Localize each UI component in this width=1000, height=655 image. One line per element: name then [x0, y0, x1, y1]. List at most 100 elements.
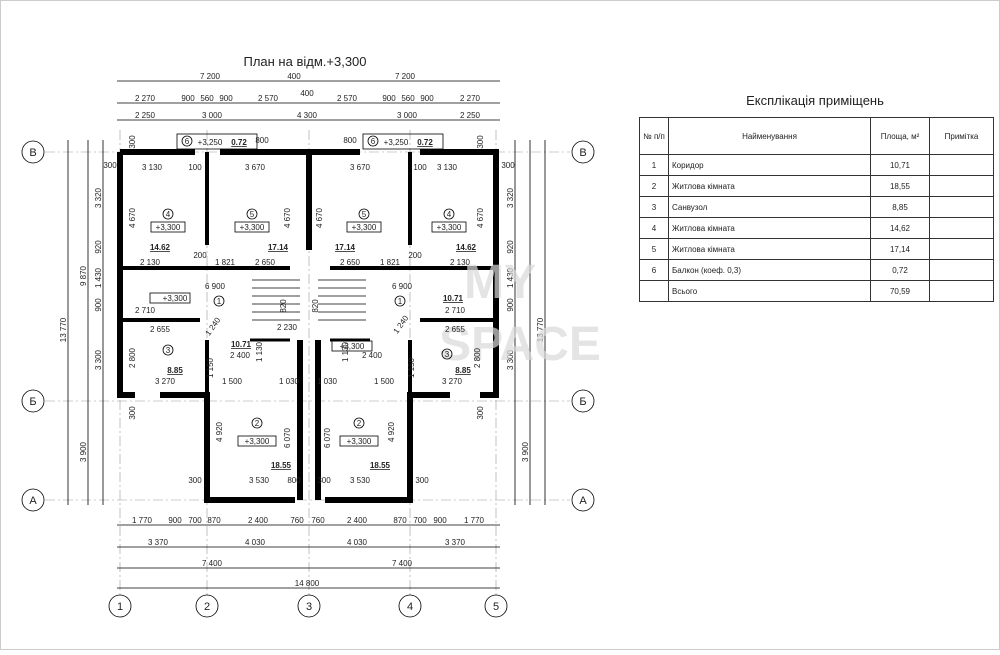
table-row: 3 Санвузол 8,85 [639, 196, 994, 218]
room-2-left: 2 +3,300 18.55 3 530 4 920 6 070 [215, 417, 292, 485]
svg-text:1 150: 1 150 [206, 357, 215, 378]
explication-table: № п/п Найменування Площа, м² Примітка 1 … [639, 117, 994, 302]
svg-text:В: В [579, 147, 586, 159]
svg-text:5: 5 [493, 601, 499, 613]
table-row: 4 Житлова кімната 14,62 [639, 217, 994, 239]
svg-text:+3,250: +3,250 [384, 138, 409, 147]
svg-text:7 400: 7 400 [392, 559, 413, 568]
svg-text:800: 800 [287, 476, 301, 485]
svg-text:2 570: 2 570 [258, 94, 279, 103]
axis-bubble-v-left: В [21, 140, 45, 164]
svg-text:2: 2 [357, 419, 362, 428]
plan-title: План на відм.+3,300 [243, 54, 366, 69]
svg-text:8.85: 8.85 [455, 366, 471, 375]
svg-text:17.14: 17.14 [268, 243, 289, 252]
svg-text:870: 870 [207, 516, 221, 525]
svg-text:400: 400 [300, 89, 314, 98]
axis-bubble-2: 2 [195, 594, 219, 618]
svg-text:13 770: 13 770 [536, 317, 545, 342]
svg-text:4 670: 4 670 [128, 207, 137, 228]
svg-text:+3,300: +3,300 [340, 342, 365, 351]
row-name: Балкон (коеф. 0,3) [668, 259, 871, 281]
table-row: 6 Балкон (коеф. 0,3) 0,72 [639, 259, 994, 281]
table-header-row: № п/п Найменування Площа, м² Примітка [639, 117, 994, 155]
svg-text:3 320: 3 320 [94, 187, 103, 208]
svg-text:5: 5 [362, 210, 367, 219]
svg-text:7 400: 7 400 [202, 559, 223, 568]
svg-text:10.71: 10.71 [231, 340, 252, 349]
svg-text:3 530: 3 530 [350, 476, 371, 485]
svg-text:2: 2 [255, 419, 260, 428]
wall-thickness-labels: 300 300 300 300 300 300 300 300 800 300 … [103, 135, 515, 485]
svg-text:3 130: 3 130 [437, 163, 458, 172]
axis-bubble-4: 4 [398, 594, 422, 618]
svg-text:3 320: 3 320 [506, 187, 515, 208]
svg-text:2 130: 2 130 [450, 258, 471, 267]
row-note [929, 238, 994, 260]
left-dimensions: 13 770 9 870 3 900 3 320 920 1 430 900 3… [59, 140, 104, 505]
svg-text:300: 300 [501, 161, 515, 170]
watermark-line2: SPACE [439, 318, 601, 371]
axis-bubble-b-left: Б [21, 389, 45, 413]
svg-text:+3,300: +3,300 [240, 223, 265, 232]
svg-text:2 400: 2 400 [248, 516, 269, 525]
svg-text:4 670: 4 670 [283, 207, 292, 228]
total-number [639, 280, 669, 302]
explication-title: Експлікація приміщень [746, 93, 884, 108]
svg-text:6 900: 6 900 [205, 282, 226, 291]
svg-text:2 250: 2 250 [460, 111, 481, 120]
row-name: Житлова кімната [668, 238, 871, 260]
svg-text:2 710: 2 710 [445, 306, 466, 315]
svg-text:2 650: 2 650 [340, 258, 361, 267]
core-dimensions: 2 400 2 400 1 500 1 500 1 030 1 030 2 23… [204, 258, 416, 386]
header-area: Площа, м² [870, 117, 930, 155]
svg-text:3 900: 3 900 [521, 441, 530, 462]
svg-text:800: 800 [343, 136, 357, 145]
bottom-dimensions: 1 770 900 700 870 2 400 760 760 2 400 87… [117, 516, 500, 589]
room-3-left: 2 655 3 8.85 3 270 2 800 [128, 325, 183, 386]
watermark-line1: MY [464, 256, 536, 309]
svg-text:4 300: 4 300 [297, 111, 318, 120]
svg-text:1: 1 [217, 297, 222, 306]
row-note [929, 196, 994, 218]
svg-text:300: 300 [103, 161, 117, 170]
svg-text:5: 5 [250, 210, 255, 219]
svg-text:1 821: 1 821 [215, 258, 236, 267]
svg-text:100: 100 [413, 163, 427, 172]
svg-text:1 500: 1 500 [222, 377, 243, 386]
svg-text:200: 200 [193, 251, 207, 260]
svg-text:2 710: 2 710 [135, 306, 156, 315]
svg-text:2 400: 2 400 [230, 351, 251, 360]
svg-text:А: А [29, 495, 37, 507]
svg-text:1 240: 1 240 [204, 315, 223, 337]
axis-bubble-1: 1 [108, 594, 132, 618]
svg-text:+3,250: +3,250 [198, 138, 223, 147]
svg-text:0.72: 0.72 [231, 138, 247, 147]
svg-text:1 130: 1 130 [255, 341, 264, 362]
axis-bubble-v-right: В [571, 140, 595, 164]
svg-text:3: 3 [306, 601, 312, 613]
svg-text:920: 920 [506, 240, 515, 254]
top-dimensions: 7 200 400 7 200 2 270 900 560 900 2 570 … [117, 72, 500, 121]
row-note [929, 154, 994, 176]
svg-text:2 400: 2 400 [347, 516, 368, 525]
row-note [929, 175, 994, 197]
total-area: 70,59 [870, 280, 930, 302]
svg-text:9 870: 9 870 [79, 265, 88, 286]
svg-text:3 530: 3 530 [249, 476, 270, 485]
svg-text:300: 300 [415, 476, 429, 485]
svg-text:В: В [29, 147, 36, 159]
row-number: 4 [639, 217, 669, 239]
svg-text:18.55: 18.55 [370, 461, 391, 470]
svg-text:700: 700 [413, 516, 427, 525]
svg-text:1 430: 1 430 [506, 267, 515, 288]
svg-text:3 300: 3 300 [94, 349, 103, 370]
header-number: № п/п [639, 117, 669, 155]
svg-text:900: 900 [94, 298, 103, 312]
svg-text:900: 900 [219, 94, 233, 103]
svg-text:300: 300 [128, 406, 137, 420]
svg-text:10.71: 10.71 [443, 294, 464, 303]
svg-text:1 150: 1 150 [407, 357, 416, 378]
svg-text:4 670: 4 670 [315, 207, 324, 228]
